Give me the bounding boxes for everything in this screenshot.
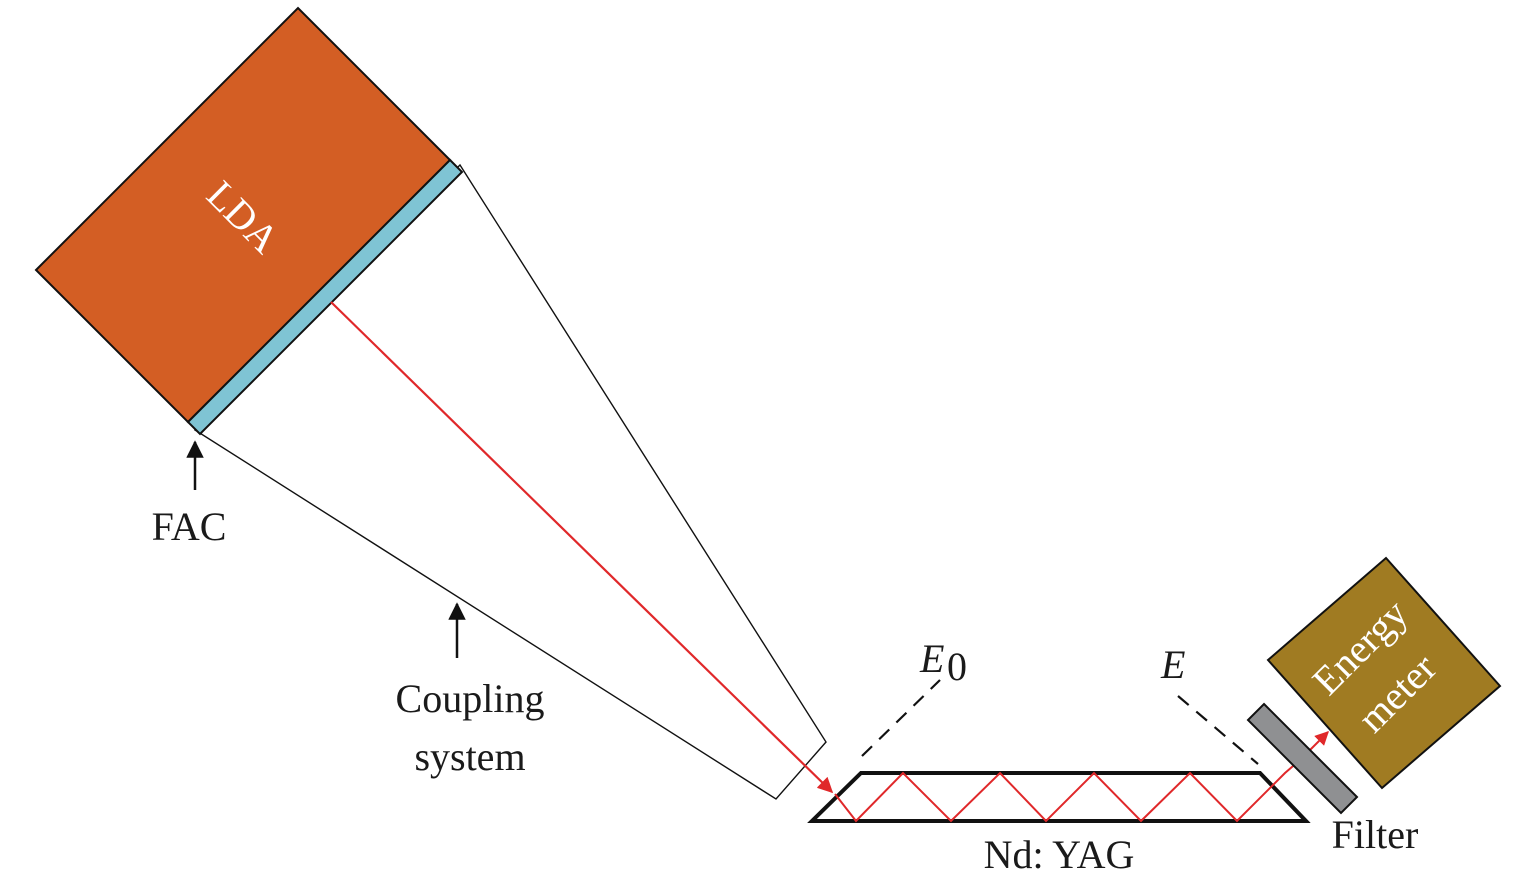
filter	[1246, 702, 1359, 815]
e-dashed-line	[1177, 695, 1259, 765]
pump-beam	[330, 301, 834, 794]
zigzag-beam	[834, 731, 1329, 823]
e0-main: E	[919, 636, 944, 681]
coupling-label-line2: system	[414, 734, 525, 779]
filter-label: Filter	[1332, 812, 1419, 857]
e0-dashed-line	[861, 679, 941, 757]
e0-subscript: 0	[947, 644, 967, 689]
nd-yag-label: Nd: YAG	[984, 832, 1135, 877]
coupling-label-line1: Coupling	[396, 676, 545, 721]
fac-label: FAC	[152, 504, 227, 549]
e0-label: E	[919, 636, 944, 681]
energy-meter	[1266, 556, 1502, 790]
e-label: E	[1160, 642, 1185, 687]
nd-yag-crystal	[807, 771, 1311, 823]
fac-lens	[186, 158, 464, 436]
